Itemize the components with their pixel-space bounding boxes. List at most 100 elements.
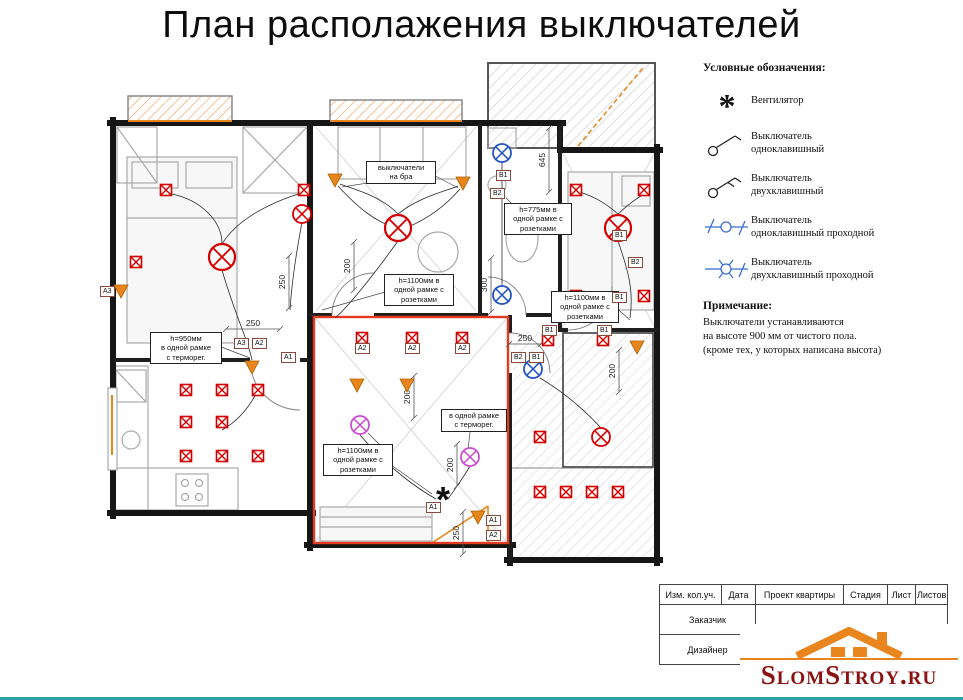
legend-item-switch-double: Выключатель двухклавишный — [703, 170, 945, 200]
page-title: План располажения выключателей — [162, 4, 801, 46]
legend-item-switch-pass-double: Выключатель двухклавишный проходной — [703, 254, 945, 284]
wall-light-symbol — [405, 331, 419, 345]
legend-item-label: Выключатель двухклавишный проходной — [751, 256, 874, 281]
switch-group-tag: A1 — [426, 502, 441, 513]
wall-light-symbol — [611, 485, 625, 499]
switch-group-tag: B2 — [628, 257, 643, 268]
svg-text:250: 250 — [246, 318, 260, 328]
legend-item-switch-single: Выключатель одноклавишный — [703, 128, 945, 158]
titleblock-cell: Дизайнер — [659, 634, 756, 665]
wall-light-symbol — [533, 430, 547, 444]
wall-light-symbol — [585, 485, 599, 499]
switch-single-icon — [707, 135, 742, 157]
switch-group-tag: A1 — [486, 515, 501, 526]
ceiling-light-symbol — [292, 204, 312, 224]
svg-text:300: 300 — [479, 278, 489, 292]
legend-item-fan: * Вентилятор — [703, 86, 945, 124]
switch-group-tag: A2 — [355, 343, 370, 354]
note-heading: Примечание: — [703, 300, 773, 312]
pass-switch-symbol — [492, 285, 512, 305]
switch-group-tag: A2 — [486, 530, 501, 541]
legend: Условные обозначения: * Вентилятор Выклю… — [703, 62, 945, 359]
wall-light-symbol — [179, 383, 193, 397]
balcony-center — [329, 99, 463, 123]
legend-item-switch-pass-single: Выключатель одноклавишный проходной — [703, 212, 945, 242]
wall-light-symbol — [637, 289, 651, 303]
titleblock-cell: Заказчик — [659, 604, 756, 635]
titleblock-cell: Дата — [721, 584, 756, 605]
switch-group-tag: A2 — [252, 338, 267, 349]
plan-annotation: h=1100мм в одной рамке с розетками — [551, 291, 619, 324]
logo-divider — [740, 658, 958, 660]
pass-switch-symbol — [492, 143, 512, 163]
svg-text:200: 200 — [342, 259, 352, 273]
wall-light-symbol — [215, 415, 229, 429]
wall-light-symbol — [533, 485, 547, 499]
wall-light-symbol — [297, 183, 311, 197]
switch-group-tag: A2 — [405, 343, 420, 354]
wall-light-symbol — [355, 331, 369, 345]
switch-symbol — [244, 360, 260, 375]
svg-text:250: 250 — [277, 275, 287, 289]
switch-double-icon — [707, 177, 742, 199]
wall-light-symbol — [596, 333, 610, 347]
wall-light-symbol — [559, 485, 573, 499]
titleblock-cell: Проект квартиры — [755, 584, 844, 605]
switch-group-tag: A3 — [100, 286, 115, 297]
legend-item-label: Выключатель одноклавишный проходной — [751, 214, 875, 239]
switch-group-tag: B2 — [490, 188, 505, 199]
switch-group-tag: A2 — [455, 343, 470, 354]
switch-group-tag: B1 — [612, 230, 627, 241]
titleblock-cell: Лист — [887, 584, 916, 605]
switch-group-tag: B1 — [597, 325, 612, 336]
fan-symbol: * — [436, 479, 450, 520]
wall-light-symbol — [569, 183, 583, 197]
furniture — [113, 126, 655, 542]
wall-light-symbol — [179, 449, 193, 463]
wiring — [171, 162, 645, 500]
pendant-light-symbol — [350, 415, 370, 435]
legend-item-label: Выключатель одноклавишный — [751, 130, 825, 155]
dimensions: 250 250 200 645 300 250 200 200 — [222, 124, 623, 558]
wall-light-symbol — [251, 383, 265, 397]
walls — [107, 117, 663, 566]
wall-light-symbol — [215, 449, 229, 463]
house-icon — [795, 627, 903, 658]
plan-annotation: h=1100мм в одной рамке с розетками — [323, 444, 393, 477]
plan-annotation: выключатели на бра — [366, 161, 436, 184]
pendant-light-symbol — [460, 447, 480, 467]
plan-annotation: h=1100мм в одной рамке с розетками — [384, 274, 454, 307]
svg-text:200: 200 — [402, 390, 412, 404]
fan-icon: * — [718, 88, 736, 126]
svg-text:645: 645 — [537, 153, 547, 167]
wall-light-symbol — [455, 331, 469, 345]
ceiling-light-symbol — [591, 427, 611, 447]
switch-group-tag: A1 — [281, 352, 296, 363]
switch-symbol — [327, 173, 343, 188]
svg-text:200: 200 — [445, 458, 455, 472]
ceiling-light-symbol — [207, 242, 237, 272]
note-text: Выключатели устанавливаются на высоте 90… — [703, 317, 882, 357]
svg-text:250: 250 — [518, 333, 532, 343]
switch-group-tag: B1 — [496, 170, 511, 181]
switch-pass-double-icon — [705, 259, 748, 279]
ceiling-light-symbol — [383, 213, 413, 243]
wall-light-symbol — [637, 183, 651, 197]
switch-pass-single-icon — [705, 218, 748, 236]
switch-group-tag: A3 — [234, 338, 249, 349]
wall-light-symbol — [251, 449, 265, 463]
wall-light-symbol — [179, 415, 193, 429]
titleblock-cell: Стадия — [843, 584, 888, 605]
plan-annotation: h=775мм в одной рамке с розетками — [504, 203, 572, 236]
wall-light-symbol — [129, 255, 143, 269]
plan-annotation: h=950мм в одной рамке с терморег. — [150, 332, 222, 365]
switch-group-tag: B2 — [511, 352, 526, 363]
balcony-left — [127, 95, 233, 123]
legend-item-label: Вентилятор — [751, 95, 804, 107]
titleblock-cell: Изм. кол.уч. — [659, 584, 722, 605]
footer-rule — [0, 697, 963, 700]
switch-group-tag: B1 — [542, 325, 557, 336]
switch-symbol — [470, 510, 486, 525]
switch-group-tag: B1 — [529, 352, 544, 363]
